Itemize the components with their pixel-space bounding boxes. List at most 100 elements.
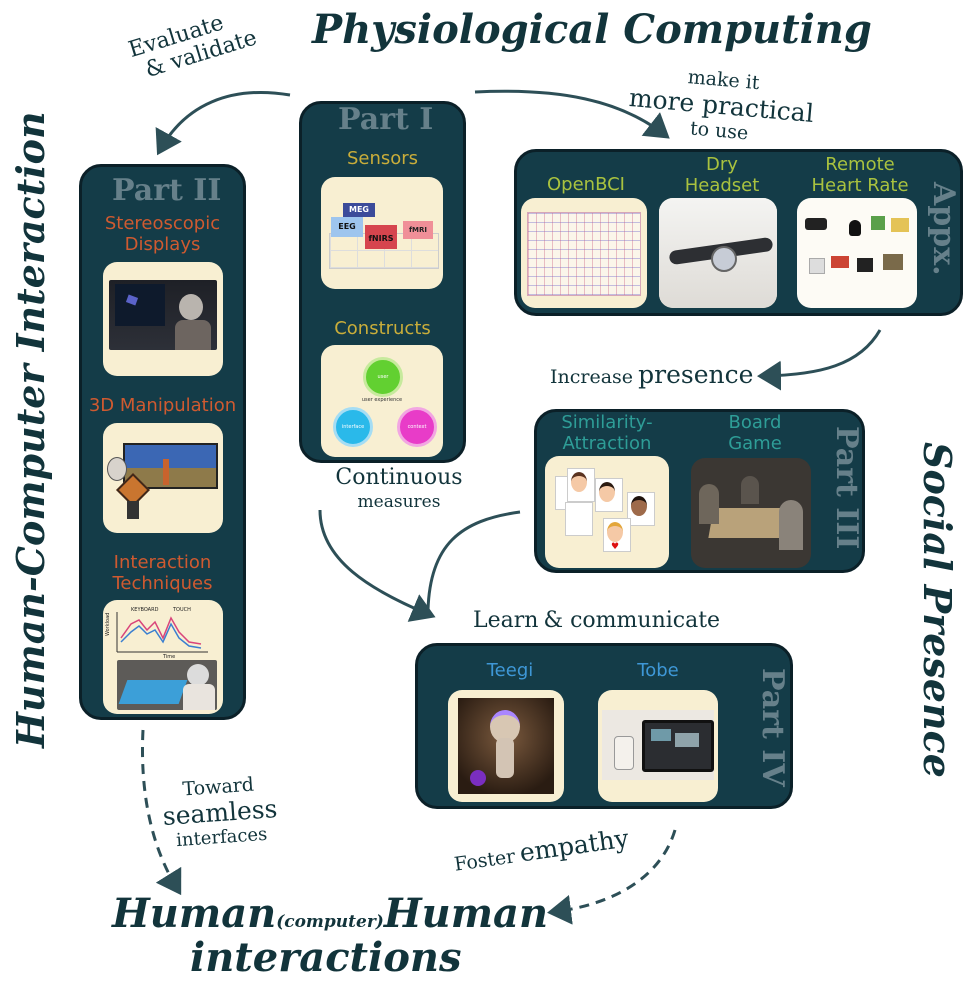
chart-line-blue [120, 622, 202, 649]
part4-title: Part IV [755, 668, 790, 787]
face-3 [631, 496, 647, 516]
construct-user-circle: user [363, 357, 403, 397]
anno-learn: Learn & communicate [473, 608, 720, 633]
sensor-fmri: fMRI [403, 221, 433, 239]
part2-item3-label: Interaction Techniques [82, 552, 243, 594]
heartrate-box-3 [809, 258, 825, 274]
part2-title: Part II [112, 173, 222, 208]
title-human-computer-interaction: Human-Computer Interaction [8, 111, 53, 748]
construct-center-label: user experience [361, 397, 403, 403]
appx-item3-line1: Remote [825, 154, 895, 175]
boardgame-player-2 [779, 500, 803, 550]
part2-item3-line1: Interaction [113, 552, 212, 573]
boardgame-player-3 [741, 476, 759, 504]
part3-item2-label: Board Game [685, 412, 825, 454]
part3-item1-line1: Similarity- [561, 412, 653, 433]
sensor-meg: MEG [343, 203, 375, 217]
arrow-empathy [547, 829, 677, 925]
part3-panel: Similarity- Attraction Board Game Part I… [534, 409, 865, 573]
anno-presence-a: Increase [550, 366, 634, 388]
part3-item2-line1: Board [728, 412, 782, 433]
appx-title: Appx. [926, 182, 961, 276]
chart-label-touch: TOUCH [172, 607, 191, 613]
part1-sensors-label: Sensors [346, 148, 419, 169]
heartrate-box-6 [883, 254, 903, 270]
anno-toward: Toward seamless interfaces [158, 772, 283, 852]
arrow-evaluate [155, 90, 291, 156]
construct-interface-circle: interface [333, 407, 373, 447]
touch-user-body [183, 684, 215, 710]
tobe-screen-2 [675, 733, 699, 747]
workload-chart: KEYBOARD TOUCH Workload Time [105, 607, 208, 660]
anno-presence: Increase presence [550, 360, 753, 389]
appx-thumb-heartrate [797, 198, 917, 308]
manip-head [107, 457, 127, 481]
appx-item1-label: OpenBCI [547, 174, 625, 195]
part3-item2-line2: Game [728, 433, 782, 454]
title-interactions: interactions [190, 934, 462, 981]
part3-item1-label: Similarity- Attraction [537, 412, 677, 454]
teegi-head [490, 710, 520, 743]
part1-thumb-constructs: user interface context user experience [321, 345, 443, 457]
chart-label-time: Time [162, 654, 175, 660]
manip-screen [123, 443, 218, 489]
part4-item1-label: Teegi [486, 660, 534, 681]
heart-icon: ♥ [611, 542, 620, 552]
anno-learn-a: Learn [473, 608, 539, 633]
title-human-b: Human [383, 890, 549, 937]
appx-panel: OpenBCI Dry Headset Remote Heart Rate Ap… [514, 149, 963, 316]
part1-constructs-label: Constructs [334, 318, 431, 339]
chart-label-workload: Workload [105, 613, 111, 636]
part2-item3-line2: Techniques [112, 573, 213, 594]
anno-continuous: Continuous measures [326, 466, 472, 514]
manip-figure [163, 459, 169, 485]
touch-user-head [187, 664, 209, 686]
part1-title: Part I [338, 102, 434, 137]
arrow-practical [474, 89, 670, 139]
touch-table [118, 680, 188, 704]
heartrate-box-1 [871, 216, 885, 230]
chart-label-keyboard: KEYBOARD [131, 607, 159, 613]
appx-item2-line2: Headset [684, 175, 760, 196]
face-1 [571, 472, 587, 492]
face-4 [607, 522, 623, 542]
appx-item3-line2: Heart Rate [811, 175, 909, 196]
part2-thumb-stereo [103, 262, 223, 376]
heartrate-camera-icon [805, 218, 827, 230]
appx-thumb-headset [659, 198, 777, 308]
arrow-seamless [141, 729, 182, 896]
heartrate-linux-icon [849, 220, 861, 236]
stereo-screen [115, 284, 165, 326]
stereo-user-head [179, 294, 203, 320]
headset-electrode [711, 246, 737, 272]
part4-thumb-tobe [598, 690, 718, 802]
part2-item1-label: Stereoscopic Displays [82, 213, 243, 255]
arrow-presence [757, 329, 882, 391]
part3-thumb-boardgame [691, 458, 811, 568]
part3-title: Part III [829, 426, 864, 550]
manip-device [127, 501, 139, 519]
heartrate-box-4 [831, 256, 849, 268]
anno-continuous-line1: Continuous [335, 465, 463, 490]
heartrate-box-2 [891, 218, 909, 232]
arrow-learn [426, 510, 521, 611]
card-5 [565, 502, 593, 536]
teegi-body [496, 738, 514, 778]
openbci-board [527, 212, 641, 296]
tobe-tablet [642, 720, 714, 772]
anno-continuous-line2: measures [357, 492, 441, 512]
stereo-photo [109, 280, 217, 350]
arrow-continuous [318, 509, 436, 622]
part1-panel: Part I Sensors MEG EEG fNIRS fMRI Constr… [299, 101, 466, 463]
stereo-user-body [175, 320, 211, 350]
boardgame-player-1 [699, 484, 719, 524]
part2-item2-label: 3D Manipulation [88, 395, 237, 416]
part2-thumb-interaction: KEYBOARD TOUCH Workload Time [103, 600, 223, 714]
anno-presence-b: presence [638, 360, 754, 389]
title-computer: (computer) [276, 912, 384, 932]
heartrate-box-5 [857, 258, 873, 272]
part2-panel: Part II Stereoscopic Displays 3D Manipul… [79, 164, 246, 720]
sensor-eeg: EEG [331, 217, 363, 237]
part4-panel: Teegi Tobe Part IV [415, 643, 793, 809]
